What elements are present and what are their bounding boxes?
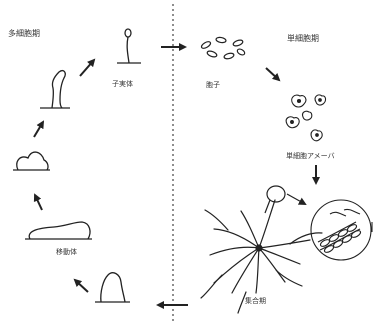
slug-drawing: [25, 222, 92, 239]
arrow-culminant-to-fruiting: [80, 60, 94, 76]
mound-drawing: [13, 152, 50, 170]
aggregation-mound-drawing: [95, 273, 130, 302]
amoebae-drawing: [286, 95, 325, 141]
magnified-cells-drawing: [311, 200, 372, 260]
label-amoeba: 単細胞アメーバ: [286, 153, 335, 160]
label-slug: 移動体: [56, 249, 77, 256]
spores-drawing: [200, 37, 245, 60]
fruiting-body-drawing: [117, 29, 141, 63]
arrow-spores-to-amoebae: [266, 68, 279, 80]
arrow-slug-to-mound-stage: [35, 195, 42, 210]
label-aggregation: 集合期: [245, 298, 266, 305]
arrow-mound-to-slug: [75, 280, 88, 292]
phase-label-multicellular: 多細胞期: [8, 30, 40, 38]
label-fruiting-body: 子実体: [112, 81, 133, 88]
phase-label-unicellular: 単細胞期: [287, 35, 319, 43]
arrow-mound-stage-to-culminant: [34, 122, 43, 137]
magnify-indicator: [265, 186, 305, 213]
label-spores: 胞子: [206, 82, 220, 89]
culminant-drawing: [40, 71, 70, 108]
